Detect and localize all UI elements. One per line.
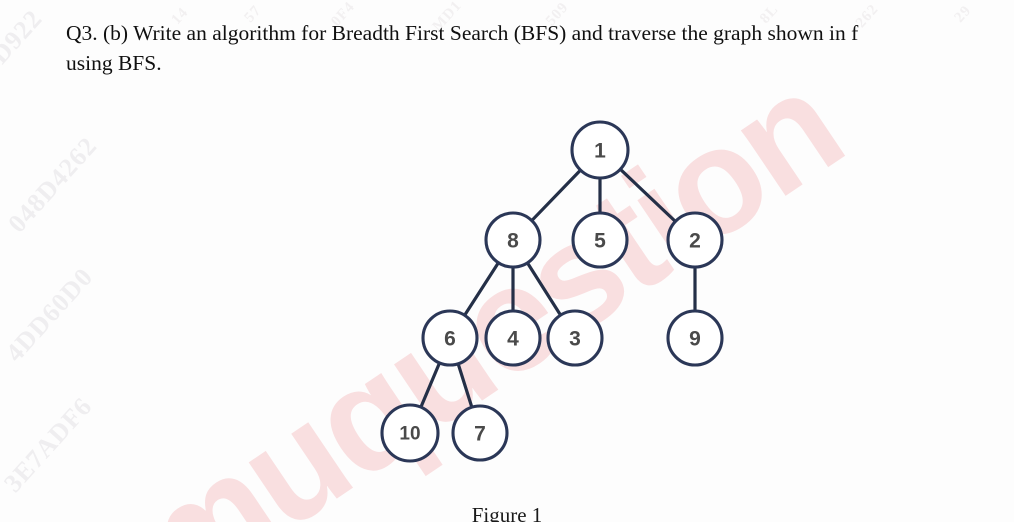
graph-node: 10 bbox=[380, 403, 440, 463]
graph-edge bbox=[462, 260, 501, 318]
node-circle bbox=[451, 404, 509, 462]
graph-edge bbox=[456, 361, 474, 410]
graph-edge bbox=[418, 360, 442, 410]
graph-edge bbox=[525, 260, 563, 318]
graph-node: 3 bbox=[546, 309, 604, 367]
node-circle bbox=[484, 211, 542, 269]
graph-node: 7 bbox=[451, 404, 509, 462]
question-line-2: using BFS. bbox=[66, 51, 162, 75]
node-circle bbox=[571, 211, 629, 269]
node-circle bbox=[570, 120, 630, 180]
graph-node: 6 bbox=[421, 309, 479, 367]
node-label: 7 bbox=[474, 423, 486, 446]
question-line-1: Q3. (b) Write an algorithm for Breadth F… bbox=[66, 21, 859, 45]
node-circle bbox=[484, 309, 542, 367]
graph-node: 9 bbox=[666, 309, 724, 367]
figure-caption: Figure 1 bbox=[471, 503, 543, 522]
node-label: 2 bbox=[689, 230, 701, 253]
node-label: 3 bbox=[569, 328, 581, 351]
node-circle bbox=[421, 309, 479, 367]
graph-edge bbox=[618, 166, 678, 224]
graph-node: 4 bbox=[484, 309, 542, 367]
node-circle bbox=[546, 309, 604, 367]
node-label: 6 bbox=[444, 328, 456, 351]
graph-node: 5 bbox=[571, 211, 629, 269]
node-circle bbox=[666, 211, 724, 269]
node-label: 1 bbox=[594, 140, 606, 163]
node-circle bbox=[666, 309, 724, 367]
node-label: 10 bbox=[399, 424, 420, 445]
node-label: 8 bbox=[507, 230, 519, 253]
graph-node: 8 bbox=[484, 211, 542, 269]
node-label: 5 bbox=[594, 230, 606, 253]
node-label: 9 bbox=[689, 328, 701, 351]
node-circle bbox=[380, 403, 440, 463]
graph-edges bbox=[418, 166, 697, 410]
question-text: Q3. (b) Write an algorithm for Breadth F… bbox=[66, 18, 1014, 78]
graph-edge bbox=[529, 167, 583, 223]
graph-node: 1 bbox=[570, 120, 630, 180]
graph-nodes: 1 8 5 2 6 4 3 9 10 7 bbox=[380, 120, 724, 463]
graph-node: 2 bbox=[666, 211, 724, 269]
node-label: 4 bbox=[507, 328, 519, 351]
